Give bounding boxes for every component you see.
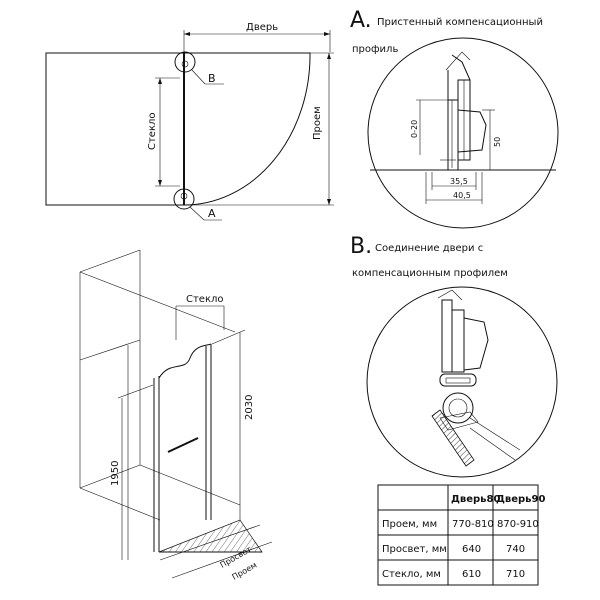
door-handle — [167, 437, 199, 453]
detail-b-circle-frame — [366, 286, 558, 478]
table-cell: 640 — [462, 544, 481, 555]
dim-50: 50 — [493, 137, 502, 147]
detail-b-letter: B. — [350, 234, 372, 259]
table-cell: 870-910 — [497, 519, 539, 530]
hinge-roller — [442, 392, 474, 424]
table-row-label: Стекло, мм — [382, 569, 441, 580]
table-cell: 710 — [506, 569, 525, 580]
detail-a-circle — [173, 188, 195, 210]
door-top-curve — [158, 343, 212, 379]
dim-0-20: 0-20 — [410, 120, 419, 138]
dim-40-5: 40,5 — [453, 191, 471, 200]
table-cell: 610 — [462, 569, 481, 580]
detail-b-title-line1: Соединение двери с — [375, 243, 483, 254]
plan-view: Дверь Проем Стекло B A — [45, 22, 334, 221]
detail-b-title-line2: компенсационным профилем — [352, 268, 508, 279]
height-2030: 2030 — [244, 395, 255, 420]
dim-35-5: 35,5 — [450, 177, 468, 186]
table-header-90: Дверь90 — [496, 494, 545, 505]
hinge-block — [439, 373, 477, 387]
wall-profile — [447, 99, 459, 171]
height-1950: 1950 — [110, 461, 121, 486]
detail-a-title-line1: Пристенный компенсационный — [377, 17, 543, 28]
marker-b: B — [208, 72, 216, 85]
detail-b: B. Соединение двери с компенсационным пр… — [350, 234, 558, 478]
door-glass — [431, 409, 475, 467]
marker-a: A — [208, 207, 216, 220]
table-header-80: Дверь80 — [451, 494, 500, 505]
iso-opening-label: Проем — [231, 560, 259, 581]
iso-glass-label: Стекло — [186, 294, 224, 305]
wall-outline — [45, 52, 185, 206]
detail-a-letter: A. — [350, 8, 372, 33]
table-row-label: Просвет, мм — [382, 544, 447, 555]
detail-b-circle — [174, 51, 196, 73]
glass-label: Стекло — [147, 112, 158, 150]
detail-a-circle-frame — [367, 37, 559, 229]
door-label: Дверь — [246, 22, 278, 33]
detail-a: A. Пристенный компенсационный профиль 0-… — [350, 8, 559, 229]
door-swing-arc — [183, 52, 311, 206]
opening-label: Проем — [312, 106, 323, 140]
table-row-label: Проем, мм — [382, 519, 437, 530]
table-cell: 770-810 — [452, 519, 494, 530]
spec-table: Дверь80 Дверь90 Проем, мм 770-810 870-91… — [377, 484, 545, 586]
isometric-view: Стекло 2030 1950 Просвет Проем — [79, 249, 273, 582]
compensation-profile — [441, 299, 453, 373]
table-cell: 740 — [506, 544, 525, 555]
detail-a-title-line2: профиль — [352, 44, 398, 55]
